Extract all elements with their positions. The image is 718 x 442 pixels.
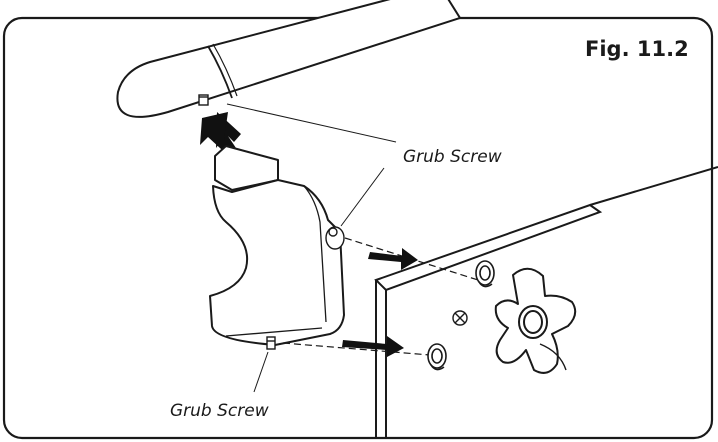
arrow-right-upper — [368, 248, 418, 270]
mounting-panel — [374, 166, 718, 438]
arrow-right-lower — [342, 336, 404, 357]
side-grub-screw — [325, 226, 345, 250]
callout-leader-lower — [253, 351, 269, 393]
callout-upper-label: Grub Screw — [403, 147, 502, 167]
threaded-insert-upper — [475, 260, 495, 288]
alignment-line-lower — [282, 342, 431, 356]
star-knob — [494, 267, 577, 374]
phillips-screw — [452, 310, 468, 326]
upper-grub-screw — [198, 94, 209, 106]
handle-bar — [116, 0, 462, 118]
callout-leader-upper-a — [226, 103, 397, 143]
callout-lower-label: Grub Screw — [170, 401, 269, 421]
lower-grub-screw — [266, 336, 276, 350]
bracket-cover — [209, 145, 345, 346]
figure-label: Fig. 11.2 — [585, 37, 689, 61]
callout-leader-upper-b — [340, 167, 385, 227]
figure-frame — [2, 16, 714, 440]
threaded-insert-lower — [427, 343, 447, 371]
